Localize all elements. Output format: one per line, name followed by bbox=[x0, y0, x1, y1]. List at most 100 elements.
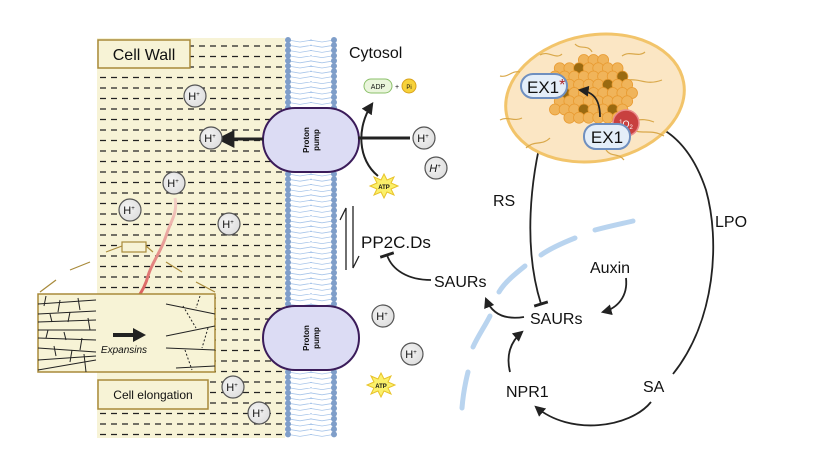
lipid-pair bbox=[285, 431, 337, 438]
svg-text:H+: H+ bbox=[222, 219, 234, 231]
npr1-to-saurs-arrow bbox=[507, 330, 524, 373]
h-plus-ion: H+ bbox=[412, 126, 436, 150]
h-plus-ion: H+ bbox=[247, 401, 271, 425]
svg-text:H+: H+ bbox=[167, 178, 179, 190]
h-plus-ion: H+ bbox=[424, 156, 448, 180]
cell-wall-title: Cell Wall bbox=[113, 47, 176, 64]
lipid-pair bbox=[285, 415, 337, 422]
npr1-label: NPR1 bbox=[506, 384, 549, 401]
singlet-oxygen-label: 1O2 bbox=[619, 119, 633, 131]
svg-text:H+: H+ bbox=[226, 382, 238, 394]
h-plus-ion: H+ bbox=[162, 171, 186, 195]
lipid-pair bbox=[285, 52, 337, 59]
h-plus-ion: H+ bbox=[183, 84, 207, 108]
h-plus-ion: H+ bbox=[400, 342, 424, 366]
lipid-pair bbox=[285, 191, 337, 198]
h-plus-ion: H+ bbox=[118, 198, 142, 222]
lipid-pair bbox=[285, 259, 337, 266]
adp-pi-group: ADP + Pi bbox=[363, 78, 417, 94]
svg-text:H+: H+ bbox=[376, 311, 388, 323]
cytosol-title: Cytosol bbox=[349, 45, 402, 62]
svg-text:H+: H+ bbox=[123, 205, 135, 217]
plastid-membrane-dashes bbox=[459, 218, 636, 411]
ex1-label: EX1 bbox=[591, 128, 623, 147]
singlet-oxygen-o: O bbox=[622, 119, 629, 129]
lipid-pair bbox=[285, 181, 337, 188]
pi-label: Pi bbox=[406, 85, 411, 91]
lipid-pair bbox=[285, 421, 337, 427]
lipid-pair bbox=[285, 410, 337, 417]
lipid-pair bbox=[285, 207, 337, 214]
atp-hydrolysis-arrow bbox=[360, 102, 379, 177]
lipid-pair bbox=[285, 94, 337, 101]
lipid-pair bbox=[285, 37, 337, 43]
lipid-pair bbox=[285, 197, 337, 203]
lipid-pair bbox=[285, 202, 337, 209]
proton-pump-label: pump bbox=[312, 129, 321, 151]
lipid-pair bbox=[285, 254, 337, 261]
svg-text:H+: H+ bbox=[417, 133, 429, 145]
lipid-pair bbox=[285, 47, 337, 54]
lipid-pair bbox=[285, 290, 337, 297]
lipid-pair bbox=[285, 249, 337, 255]
zoom-indicator bbox=[39, 241, 216, 293]
lipid-pair bbox=[285, 99, 337, 106]
h-plus-ion: H+ bbox=[371, 304, 395, 328]
proton-pump-top: Proton pump bbox=[262, 107, 360, 173]
lipid-pair bbox=[285, 228, 337, 235]
svg-text:H+: H+ bbox=[405, 349, 417, 361]
lipid-pair bbox=[285, 176, 337, 183]
saurs-to-saurs-arrow bbox=[484, 296, 525, 319]
atp-icon-top: ATP bbox=[368, 172, 400, 200]
lipid-pair bbox=[285, 217, 337, 224]
pp2c-ds-label: PP2C.Ds bbox=[361, 233, 431, 252]
expansion-arrow-icon bbox=[113, 328, 146, 342]
loosened-cellulose-network bbox=[165, 295, 216, 371]
lipid-pair bbox=[285, 63, 337, 69]
sa-lpo-arrow bbox=[649, 122, 715, 375]
lipid-pair bbox=[285, 264, 337, 271]
lipid-pair bbox=[285, 275, 337, 281]
tight-cellulose-network bbox=[37, 295, 97, 373]
lipid-pair bbox=[285, 68, 337, 75]
lipid-pair bbox=[285, 405, 337, 412]
lipid-pair bbox=[285, 89, 337, 95]
lipid-pair bbox=[285, 295, 337, 302]
svg-text:H+: H+ bbox=[429, 163, 441, 175]
singlet-oxygen-sup: 1 bbox=[619, 120, 623, 126]
saurs-inhibits-pp2c bbox=[379, 251, 432, 281]
plus-sign: + bbox=[395, 84, 399, 91]
lipid-pair bbox=[285, 212, 337, 219]
h-plus-ion: H+ bbox=[199, 126, 223, 150]
cell-elongation-box: Cell elongation bbox=[97, 379, 209, 410]
expansins-inset: Expansins bbox=[37, 293, 216, 373]
proton-ions: H+ H+ H+ H+ H+ H+ H+ H+ H+ H+ H+ bbox=[118, 84, 448, 425]
proton-pump-label: Proton bbox=[302, 127, 311, 153]
rs-label: RS bbox=[493, 193, 515, 210]
lipid-pair bbox=[285, 171, 337, 177]
atp-icon-bottom: ATP bbox=[365, 371, 397, 399]
lipid-pair bbox=[285, 384, 337, 391]
ex1-active-text: EX1 bbox=[527, 78, 559, 97]
plasma-membrane bbox=[285, 37, 337, 438]
svg-text:H+: H+ bbox=[204, 133, 216, 145]
atp-label: ATP bbox=[378, 185, 390, 191]
lipid-pair bbox=[285, 285, 337, 292]
singlet-oxygen-sub: 2 bbox=[630, 125, 634, 131]
saurs-center-label: SAURs bbox=[530, 311, 582, 328]
proton-pump-bottom: Proton pump bbox=[262, 305, 360, 371]
lipid-pair bbox=[285, 243, 337, 250]
lipid-pair bbox=[285, 269, 337, 276]
activation-star-icon: * bbox=[559, 77, 565, 94]
saurs-upper-label: SAURs bbox=[434, 274, 486, 291]
ex1-activation-arrow bbox=[577, 85, 601, 118]
proton-pump-label: Proton bbox=[302, 325, 311, 351]
cell-elongation-label: Cell elongation bbox=[113, 388, 192, 402]
ex1-active-label: EX1* bbox=[527, 77, 565, 97]
lipid-pair bbox=[285, 395, 337, 401]
lipid-pair bbox=[285, 379, 337, 386]
atp-label: ATP bbox=[375, 384, 387, 390]
lipid-pair bbox=[285, 238, 337, 245]
lipid-pair bbox=[285, 186, 337, 193]
